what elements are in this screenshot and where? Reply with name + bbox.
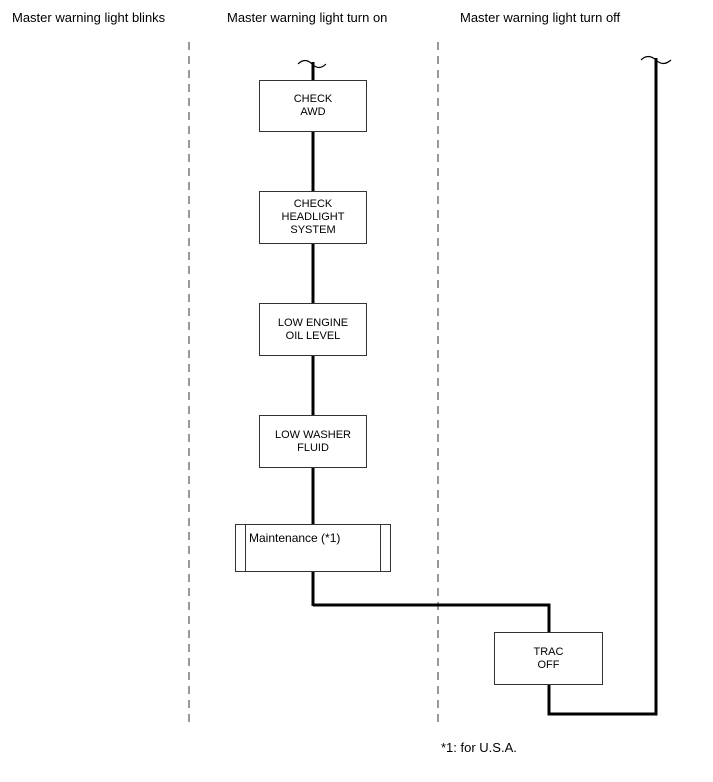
footnote: *1: for U.S.A. xyxy=(441,740,517,755)
maintenance-box-left-bar xyxy=(245,525,246,571)
check-awd-box: CHECK AWD xyxy=(259,80,367,132)
column-header-turn-off: Master warning light turn off xyxy=(460,10,621,25)
low-washer-fluid-box: LOW WASHER FLUID xyxy=(259,415,367,468)
maintenance-label: Maintenance (*1) xyxy=(249,531,341,545)
check-headlight-system-box: CHECK HEADLIGHT SYSTEM xyxy=(259,191,367,244)
flow-line-return xyxy=(547,58,658,716)
column-header-blinks: Master warning light blinks xyxy=(12,10,166,25)
maintenance-box-right-bar xyxy=(380,525,381,571)
column-header-turn-on: Master warning light turn on xyxy=(227,10,388,25)
maintenance-box: Maintenance (*1) xyxy=(235,524,391,572)
low-engine-oil-level-box: LOW ENGINE OIL LEVEL xyxy=(259,303,367,356)
flow-line-to-trac xyxy=(313,603,551,632)
trac-off-box: TRAC OFF xyxy=(494,632,603,685)
